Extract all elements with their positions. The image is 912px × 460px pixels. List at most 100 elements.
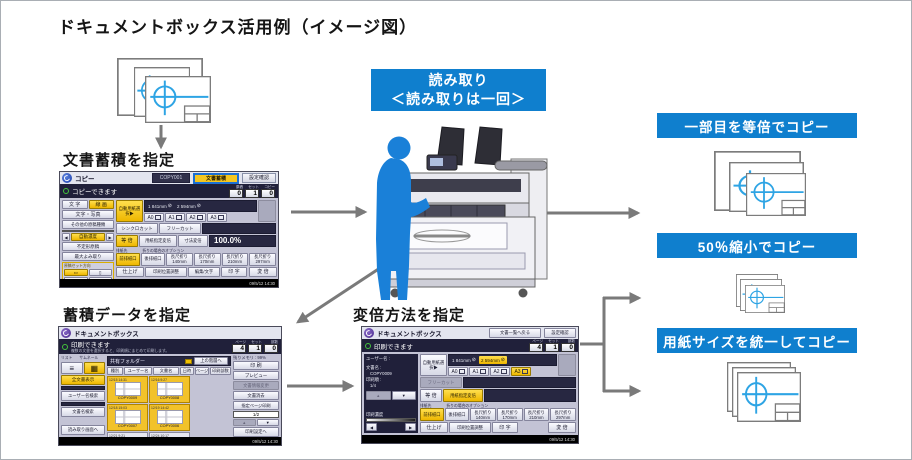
density-left-button[interactable]: ◀: [62, 233, 70, 241]
free-cut-button[interactable]: フリーカット: [159, 223, 201, 234]
up-one-level-button[interactable]: 上の階層へ: [194, 357, 228, 365]
paper-extra-button[interactable]: [258, 200, 276, 222]
full-size-button[interactable]: 等 倍: [116, 235, 138, 247]
size-a1-button[interactable]: A1: [469, 367, 489, 376]
change-doc-info-button[interactable]: 文書情報変更: [233, 381, 279, 390]
density-right-button[interactable]: ▶: [106, 233, 114, 241]
free-cut-button[interactable]: フリーカット: [420, 377, 462, 388]
rear-exit-button[interactable]: 後排紙口: [445, 408, 469, 421]
sort-user-button[interactable]: ユーザー名: [124, 367, 152, 375]
output-banner-unified-size: 用紙サイズを統一してコピー: [657, 328, 857, 353]
stamp-button[interactable]: 印 字: [221, 266, 247, 277]
front-exit-button[interactable]: 前排紙口: [116, 252, 140, 266]
fit-to-paper-button[interactable]: 用紙指定変倍: [139, 235, 177, 247]
original-text-photo-button[interactable]: 文字・写真: [62, 210, 114, 219]
doc-date: 12/24 10:17: [151, 434, 169, 437]
front-exit-button[interactable]: 前排紙口: [420, 408, 444, 421]
size-a3-button[interactable]: A3: [511, 367, 531, 376]
page-down-button[interactable]: ▼: [256, 419, 279, 426]
show-all-documents-button[interactable]: 全文書表示: [61, 375, 105, 385]
auto-paper-select-button[interactable]: 自動用紙選択▶: [420, 354, 447, 376]
to-print-settings-button[interactable]: 印刷設定へ: [233, 427, 279, 437]
size-a3-button[interactable]: A3: [207, 213, 227, 222]
thumbnail-view-button[interactable]: ▦: [83, 362, 105, 374]
edit-stamp-button[interactable]: 編集/文字: [188, 266, 220, 277]
size-a0-button[interactable]: A0: [144, 213, 164, 222]
store-document-tab[interactable]: 文書蓄積: [193, 172, 239, 184]
document-thumbnail[interactable]: 12/24 10:17COPY0004: [149, 432, 190, 437]
delete-document-button[interactable]: 文書消去: [233, 391, 279, 400]
orientation-button[interactable]: ▭: [64, 269, 88, 276]
scale-button[interactable]: 変 倍: [548, 422, 576, 433]
orientation-button[interactable]: ▯: [88, 277, 112, 279]
confirm-settings-button[interactable]: 設定確認: [544, 328, 576, 338]
fit-to-paper-button[interactable]: 用紙指定変倍: [443, 389, 483, 402]
roll-2[interactable]: 2 594mm⊘: [175, 202, 203, 210]
sort-doc-button[interactable]: 文書名: [153, 367, 179, 375]
max-scan-button[interactable]: 最大よみ取り: [62, 252, 114, 261]
custom-size-original-button[interactable]: 不定形原稿: [62, 242, 114, 251]
original-line-button[interactable]: 線 画: [88, 200, 114, 209]
print-position-button[interactable]: 印刷位置調整: [449, 422, 491, 433]
roll-2[interactable]: 2 594mm⊘: [478, 356, 507, 364]
counter-label: 原稿: [235, 184, 243, 189]
roll-1[interactable]: 1 841mm⊘: [450, 356, 478, 364]
dimension-scale-button[interactable]: 寸法変倍: [178, 235, 208, 247]
sort-date-button[interactable]: 日時: [180, 367, 194, 375]
full-size-button[interactable]: 等 倍: [420, 389, 442, 402]
original-text-button[interactable]: 文 字: [62, 200, 88, 209]
sort-type-button[interactable]: 種別: [107, 367, 123, 375]
roll-1[interactable]: 1 841mm⊘: [146, 202, 174, 210]
search-by-doc-button[interactable]: 文書名検索: [61, 407, 105, 417]
doc-down-button[interactable]: ▼: [391, 391, 416, 400]
confirm-settings-tab[interactable]: 設定確認: [242, 173, 276, 183]
document-thumbnail[interactable]: 12/21 9:21COPY0005: [107, 432, 148, 437]
preview-button[interactable]: プレビュー: [233, 371, 279, 380]
print-specified-pages-button[interactable]: 指定ページ印刷: [233, 401, 279, 410]
auto-density-button[interactable]: 自動濃度: [71, 233, 105, 241]
finishing-button[interactable]: 仕上げ: [420, 422, 448, 433]
print-position-button[interactable]: 印刷位置調整: [145, 266, 187, 277]
paper-extra-button[interactable]: [558, 354, 576, 376]
stamp-button[interactable]: 印 字: [492, 422, 518, 433]
synchro-cut-button[interactable]: シンクロカット: [116, 223, 158, 234]
size-a2-button[interactable]: A2: [490, 367, 510, 376]
rear-exit-button[interactable]: 後排紙口: [141, 252, 165, 266]
cut-display-slot: [463, 377, 576, 388]
print-button[interactable]: 印 刷: [233, 361, 279, 370]
finishing-button[interactable]: 仕上げ: [116, 266, 144, 277]
orientation-button[interactable]: ▭: [64, 277, 88, 279]
search-by-user-button[interactable]: ユーザー名検索: [61, 391, 105, 401]
sort-page-button[interactable]: ページ: [195, 367, 209, 375]
density-right-button[interactable]: ▶: [405, 423, 416, 431]
doc-date: 12/21 9:21: [109, 434, 126, 437]
original-other-button[interactable]: その他の原稿種類: [62, 220, 114, 229]
doc-name-tab[interactable]: COPY001: [152, 173, 190, 183]
density-left-button[interactable]: ◀: [366, 423, 377, 431]
page-up-button[interactable]: ▲: [233, 419, 256, 426]
auto-paper-select-button[interactable]: 自動用紙選択▶: [116, 200, 143, 222]
size-a1-button[interactable]: A1: [165, 213, 185, 222]
orientation-button[interactable]: ▯: [88, 269, 112, 276]
list-view-button[interactable]: ≡: [61, 362, 83, 374]
caster-wheel: [518, 288, 528, 298]
scale-button[interactable]: 変 倍: [249, 266, 277, 277]
size-a2-button[interactable]: A2: [186, 213, 206, 222]
to-scan-screen-button[interactable]: 読み取り画面へ: [61, 425, 105, 435]
size-a0-button[interactable]: A0: [448, 367, 468, 376]
doc-up-button[interactable]: ▲: [366, 391, 391, 400]
sort-copies-button[interactable]: 印刷部数: [210, 367, 231, 375]
back-to-doc-list-button[interactable]: 文書一覧へ戻る: [489, 328, 541, 338]
